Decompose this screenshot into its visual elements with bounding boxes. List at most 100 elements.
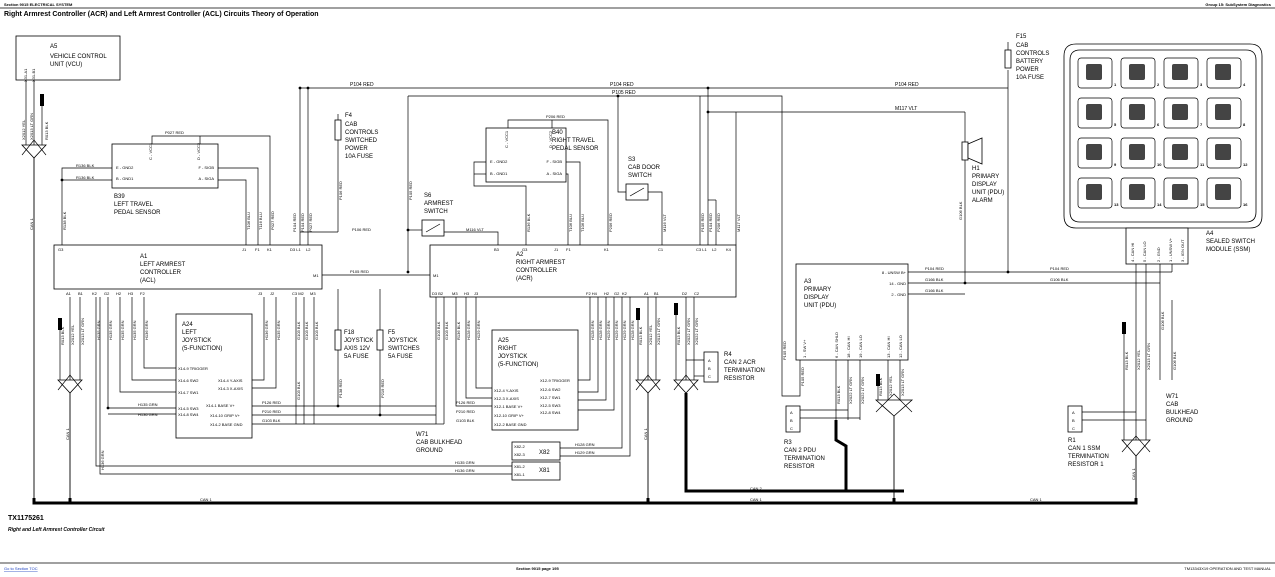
svg-text:L2: L2 xyxy=(306,247,311,252)
svg-text:SWITCHED: SWITCHED xyxy=(345,138,378,144)
svg-text:H128 GRN: H128 GRN xyxy=(598,320,603,340)
svg-text:RIGHT TRAVEL: RIGHT TRAVEL xyxy=(552,138,596,144)
wire-label-p104-b: P104 RED xyxy=(610,82,634,88)
svg-text:F15: F15 xyxy=(1016,34,1027,40)
wire-label-p105: P105 RED xyxy=(612,90,636,96)
svg-text:CAN 1: CAN 1 xyxy=(200,497,213,502)
svg-text:C3 M2: C3 M2 xyxy=(292,291,305,296)
svg-text:F4: F4 xyxy=(345,113,353,119)
svg-text:E - GND2: E - GND2 xyxy=(116,165,134,170)
cab-door-switch-s3: S3 CAB DOOR SWITCH M116 VLT P105 RED P10… xyxy=(616,94,741,245)
svg-text:X2013 LT GRN: X2013 LT GRN xyxy=(80,318,85,345)
svg-text:M116 VLT: M116 VLT xyxy=(466,227,484,232)
svg-text:CAB: CAB xyxy=(1166,402,1178,408)
svg-text:CONTROLS: CONTROLS xyxy=(345,130,378,136)
svg-text:X82-3: X82-3 xyxy=(514,452,525,457)
svg-text:X81: X81 xyxy=(539,468,550,474)
svg-text:G106 BLK: G106 BLK xyxy=(1172,351,1177,370)
svg-text:G103 BLK: G103 BLK xyxy=(296,321,301,340)
svg-text:H2: H2 xyxy=(604,291,610,296)
svg-text:12 - CAN LO: 12 - CAN LO xyxy=(898,335,903,358)
svg-text:T106 BLU: T106 BLU xyxy=(568,214,573,232)
go-to-toc-link[interactable]: Go to Section TOC xyxy=(4,566,38,571)
svg-text:B1: B1 xyxy=(654,291,660,296)
svg-text:UNIT (VCU): UNIT (VCU) xyxy=(50,62,82,68)
svg-text:RIGHT ARMREST: RIGHT ARMREST xyxy=(516,260,566,266)
ssm-key-number: 9 xyxy=(1114,162,1117,167)
can2-acr-termination-resistor-r4: A B C R4 CAN 2 ACR TERMINATION RESISTOR xyxy=(703,351,765,383)
svg-text:TERMINATION: TERMINATION xyxy=(1068,454,1109,460)
svg-text:H135 GRN: H135 GRN xyxy=(108,320,113,340)
svg-text:H136 GRN: H136 GRN xyxy=(100,450,105,470)
svg-text:P106 RED: P106 RED xyxy=(338,181,343,200)
svg-text:P126 RED: P126 RED xyxy=(456,400,475,405)
ssm-key-icon xyxy=(1172,144,1188,160)
svg-text:J1: J1 xyxy=(554,247,559,252)
svg-text:CAN 1 SSM: CAN 1 SSM xyxy=(1068,446,1100,452)
svg-text:R013 BLK: R013 BLK xyxy=(1124,351,1129,370)
ssm-key-number: 2 xyxy=(1157,82,1160,87)
ssm-key-icon xyxy=(1129,104,1145,120)
svg-text:RESISTOR 1: RESISTOR 1 xyxy=(1068,462,1104,468)
svg-text:MODULE (SSM): MODULE (SSM) xyxy=(1206,247,1250,253)
svg-text:CAN 1: CAN 1 xyxy=(643,427,648,440)
svg-text:5A FUSE: 5A FUSE xyxy=(344,354,369,360)
svg-text:F - SIGB: F - SIGB xyxy=(198,165,214,170)
svg-text:TERMINATION: TERMINATION xyxy=(784,456,825,462)
svg-text:JOYSTICK: JOYSTICK xyxy=(388,338,417,344)
ssm-key-number: 13 xyxy=(1114,202,1119,207)
svg-text:P104 RED: P104 RED xyxy=(925,266,944,271)
svg-text:BATTERY: BATTERY xyxy=(1016,59,1043,65)
svg-text:X12-1 BASE V+: X12-1 BASE V+ xyxy=(494,404,523,409)
page-number: Section 9015 page 195 xyxy=(516,566,559,571)
svg-text:(ACL): (ACL) xyxy=(140,278,156,284)
svg-text:A25: A25 xyxy=(498,338,509,344)
primary-display-unit-a3: A3 PRIMARY DISPLAY UNIT (PDU) 8 - UNSW B… xyxy=(700,95,1136,498)
svg-text:CAN 2 ACR: CAN 2 ACR xyxy=(724,360,756,366)
svg-text:T106 BLU: T106 BLU xyxy=(246,212,251,230)
svg-text:SWITCH: SWITCH xyxy=(424,209,448,215)
svg-text:K2: K2 xyxy=(622,291,628,296)
svg-text:C - VCC1: C - VCC1 xyxy=(504,130,509,148)
ssm-key-icon xyxy=(1172,184,1188,200)
svg-text:J3: J3 xyxy=(258,291,263,296)
right-joystick-a25: A25 RIGHT JOYSTICK (5-FUNCTION) X12-9 TR… xyxy=(491,329,579,431)
ssm-key-number: 4 xyxy=(1243,82,1246,87)
ssm-key-number: 10 xyxy=(1157,162,1162,167)
svg-text:G106 BLK: G106 BLK xyxy=(1050,277,1069,282)
ssm-key-number: 14 xyxy=(1157,202,1162,207)
can2-pdu-termination-resistor-r3: A B C R3 CAN 2 PDU TERMINATION RESISTOR xyxy=(784,405,825,470)
svg-text:H3: H3 xyxy=(464,291,470,296)
svg-text:A3: A3 xyxy=(804,279,812,285)
svg-text:C: C xyxy=(790,426,793,431)
ssm-key-number: 1 xyxy=(1114,82,1117,87)
svg-text:1 - UNSW V+: 1 - UNSW V+ xyxy=(1168,237,1173,262)
ssm-key-number: 15 xyxy=(1200,202,1205,207)
svg-text:X31-A1: X31-A1 xyxy=(23,68,28,82)
svg-text:X12-5 SW3: X12-5 SW3 xyxy=(540,403,561,408)
svg-text:LEFT: LEFT xyxy=(182,330,197,336)
svg-text:PEDAL SENSOR: PEDAL SENSOR xyxy=(552,146,599,152)
svg-text:X2012 YEL: X2012 YEL xyxy=(1136,349,1141,370)
a1-lower-wiring: R013 BLK X2012 YEL X2013 LT GRN CAN 1 H1… xyxy=(57,297,512,498)
ssm-key-icon xyxy=(1086,64,1102,80)
svg-text:H136 GRN: H136 GRN xyxy=(455,468,475,473)
svg-text:G103 BLK: G103 BLK xyxy=(314,321,319,340)
svg-text:(5-FUNCTION): (5-FUNCTION) xyxy=(182,346,222,352)
svg-text:D - VCC2: D - VCC2 xyxy=(548,130,553,148)
ssm-key-number: 6 xyxy=(1157,122,1160,127)
svg-text:CAB: CAB xyxy=(345,122,357,128)
svg-text:M3: M3 xyxy=(452,291,458,296)
svg-text:G103 BLK: G103 BLK xyxy=(296,381,301,400)
svg-text:A4: A4 xyxy=(1206,231,1214,237)
svg-text:X2012 YEL: X2012 YEL xyxy=(888,375,893,396)
svg-text:R013 BLK: R013 BLK xyxy=(44,121,49,140)
svg-text:CAB DOOR: CAB DOOR xyxy=(628,165,661,171)
svg-text:M117 VLT: M117 VLT xyxy=(736,214,741,232)
svg-text:1 - SW V+: 1 - SW V+ xyxy=(802,339,807,358)
ssm-key-icon xyxy=(1129,144,1145,160)
ssm-key-number: 7 xyxy=(1200,122,1203,127)
svg-text:CAN 2 PDU: CAN 2 PDU xyxy=(784,448,816,454)
svg-text:M116 VLT: M116 VLT xyxy=(662,214,667,232)
